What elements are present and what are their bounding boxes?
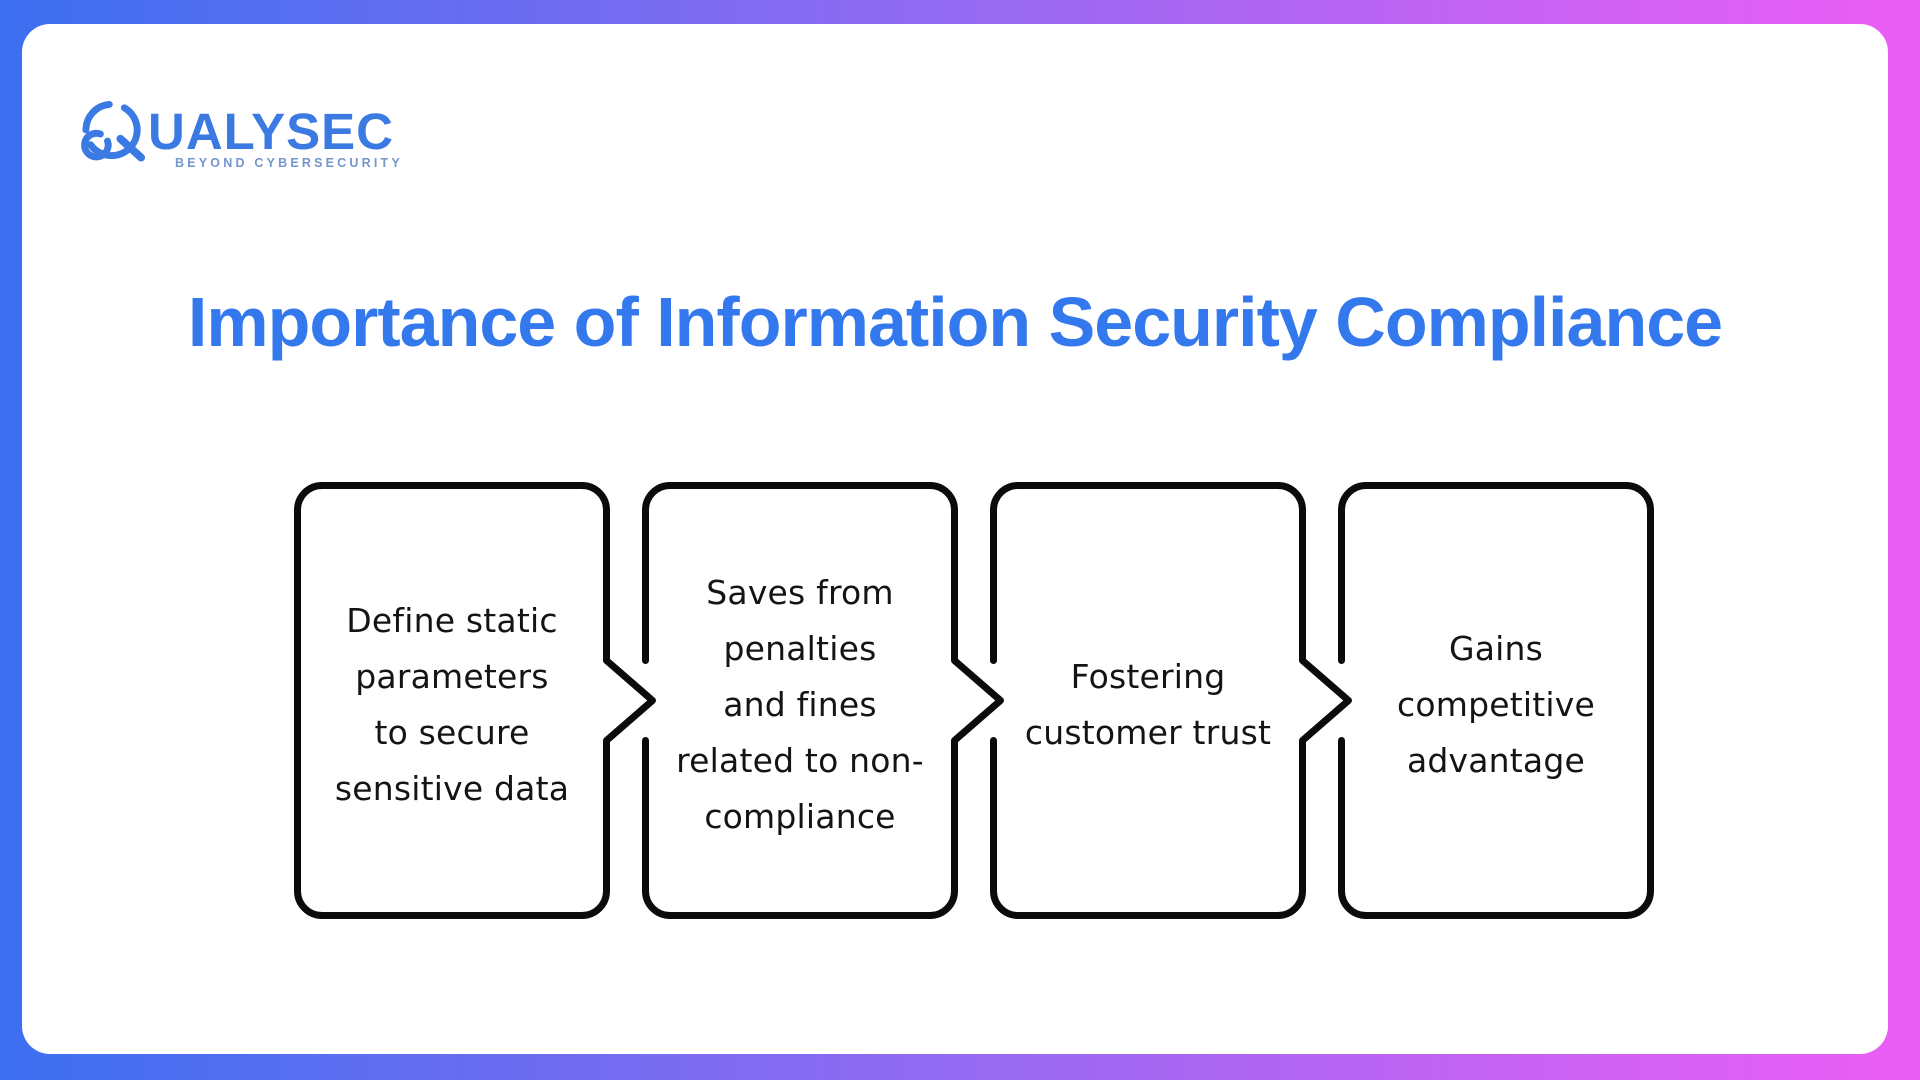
content-card: UALYSEC BEYOND CYBERSECURITY Importance … (22, 24, 1888, 1054)
step-box-with-chevron-icon (990, 482, 1352, 919)
step-label: Fostering customer trust (1024, 656, 1272, 752)
flow-step-4: Gains competitive advantage (1338, 482, 1654, 919)
step-label: Define static parameters to secure sensi… (334, 600, 570, 808)
flow-step-1: Define static parameters to secure sensi… (294, 482, 656, 919)
flow-step-3: Fostering customer trust (990, 482, 1352, 919)
brand-wordmark: UALYSEC (148, 103, 395, 160)
qualysec-logo: UALYSEC BEYOND CYBERSECURITY (80, 94, 410, 184)
step-box-outline-icon (1338, 482, 1654, 919)
step-label: Gains competitive advantage (1397, 628, 1595, 780)
step-box-with-chevron-icon (642, 482, 1004, 919)
qualysec-q-logo-icon (81, 101, 146, 162)
step-box-with-chevron-icon (294, 482, 656, 919)
flow-step-2: Saves from penalties and fines related t… (642, 482, 1004, 919)
page-title: Importance of Information Security Compl… (187, 283, 1723, 361)
step-label: Saves from penalties and fines related t… (676, 572, 924, 836)
brand-tagline: BEYOND CYBERSECURITY (175, 156, 403, 170)
